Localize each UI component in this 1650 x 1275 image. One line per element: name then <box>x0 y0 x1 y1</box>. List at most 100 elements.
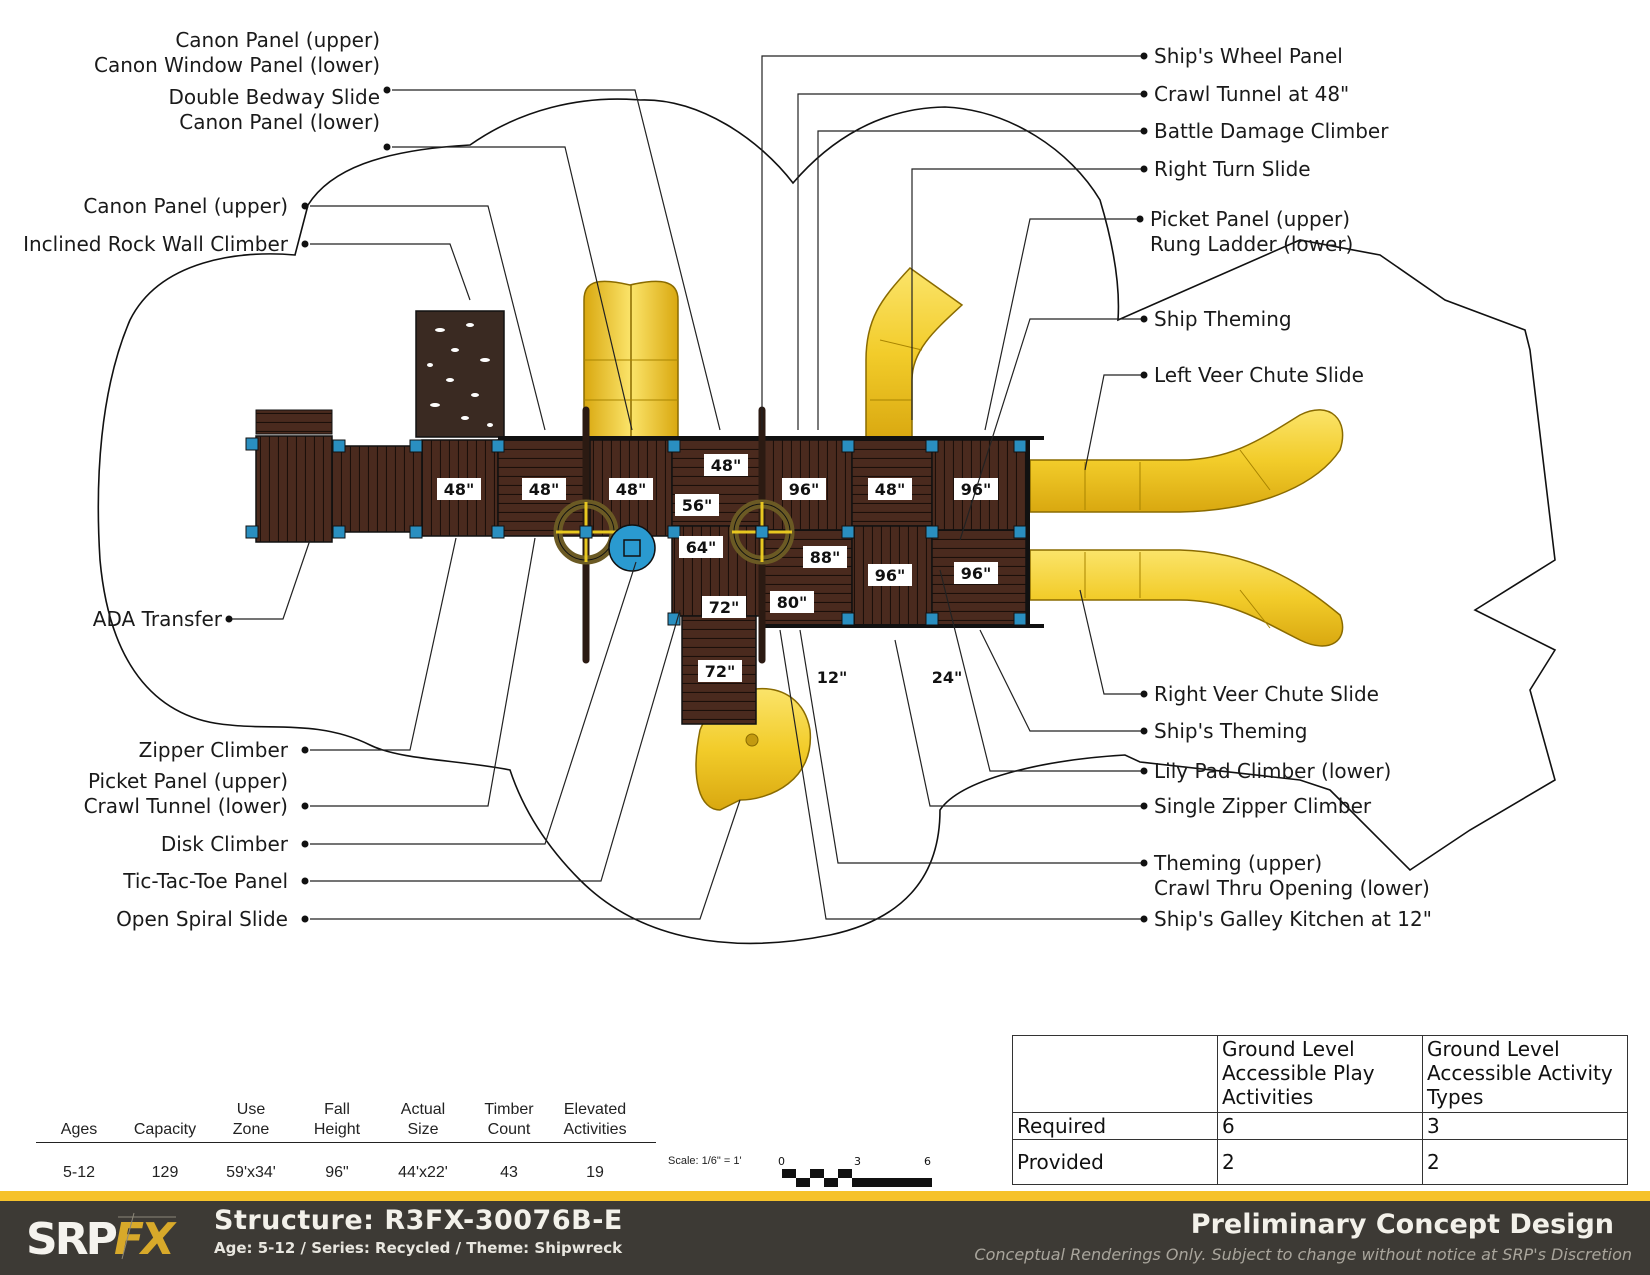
callout-label: Canon Panel (upper) <box>83 194 288 218</box>
callout-label: Ship's Wheel Panel <box>1154 44 1343 68</box>
srpfx-logo: SRP FX <box>26 1212 180 1263</box>
svg-text:72": 72" <box>709 598 740 617</box>
row-types-value: 2 <box>1422 1139 1628 1185</box>
deck-height-label: 48" <box>522 478 566 500</box>
right-veer-chute-slide <box>1029 549 1344 647</box>
scale-tick: 6 <box>924 1155 931 1168</box>
spec-ages: 5-12 <box>62 1164 96 1181</box>
svg-text:48": 48" <box>529 480 560 499</box>
callout-label: ADA Transfer <box>93 607 223 631</box>
accessibility-header-play: Ground Level Accessible Play Activities <box>1217 1035 1423 1113</box>
callout-label: Open Spiral Slide <box>116 907 288 931</box>
disclaimer: Conceptual Renderings Only. Subject to c… <box>974 1245 1632 1264</box>
accessibility-header-row: Ground Level Accessible Play Activities … <box>1012 1035 1628 1113</box>
deck-height-label: 96" <box>868 564 912 586</box>
deck-height-label: 88" <box>803 546 847 568</box>
double-bedway-slide <box>583 280 679 441</box>
accessibility-row-required: Required 6 3 <box>1012 1112 1628 1140</box>
deck-height-label: 56" <box>675 494 719 516</box>
svg-text:80": 80" <box>777 593 808 612</box>
use-zone-outline <box>97 98 1557 945</box>
callout-label: Picket Panel (upper)Crawl Tunnel (lower) <box>84 769 288 818</box>
svg-text:48": 48" <box>875 480 906 499</box>
svg-text:72": 72" <box>705 662 736 681</box>
callout-label: Single Zipper Climber <box>1154 794 1372 818</box>
callout-label: Ship Theming <box>1154 307 1292 331</box>
row-types-value: 3 <box>1422 1112 1628 1140</box>
callout-label: Right Turn Slide <box>1154 157 1311 181</box>
svg-text:48": 48" <box>711 456 742 475</box>
svg-text:88": 88" <box>810 548 841 567</box>
row-label: Provided <box>1012 1139 1218 1185</box>
callout-label: Disk Climber <box>161 832 289 856</box>
spec-header: Capacity <box>133 1121 197 1138</box>
spec-header: Ages <box>60 1121 98 1138</box>
spec-elevated-activities: 19 <box>586 1164 604 1181</box>
leader-dots <box>225 52 1148 923</box>
spec-capacity: 129 <box>151 1164 179 1181</box>
deck-height-label: 96" <box>954 562 998 584</box>
callout-label: Zipper Climber <box>139 738 289 762</box>
svg-text:64": 64" <box>686 538 717 557</box>
post-caps <box>245 437 1027 626</box>
scale-bar: 0 3 6 <box>778 1155 932 1187</box>
callout-label: Theming (upper)Crawl Thru Opening (lower… <box>1153 851 1430 900</box>
scale-tick: 3 <box>854 1155 861 1168</box>
right-turn-slide <box>865 267 964 441</box>
leader-lines <box>232 55 1142 920</box>
callout-label: Picket Panel (upper)Rung Ladder (lower) <box>1150 207 1353 256</box>
spec-fall-height: 96" <box>325 1164 349 1181</box>
design-status: Preliminary Concept Design <box>1190 1209 1614 1240</box>
deck-height-label: 72" <box>698 660 742 682</box>
svg-text:96": 96" <box>961 564 992 583</box>
footer-bar: SRP FX Structure: R3FX-30076B-E Age: 5-1… <box>0 1201 1650 1275</box>
callout-label: Right Veer Chute Slide <box>1154 682 1379 706</box>
accessibility-row-provided: Provided 2 2 <box>1012 1139 1628 1185</box>
deck-height-label: 64" <box>679 536 723 558</box>
svg-text:48": 48" <box>616 480 647 499</box>
left-veer-chute-slide <box>1029 409 1344 513</box>
deck-height-label: 48" <box>704 454 748 476</box>
row-play-value: 6 <box>1217 1112 1423 1140</box>
row-label: Required <box>1012 1112 1218 1140</box>
svg-text:48": 48" <box>444 480 475 499</box>
accessibility-table: Ground Level Accessible Play Activities … <box>1012 1035 1628 1185</box>
callout-label: Canon Panel (upper)Canon Window Panel (l… <box>94 28 380 77</box>
ground-height-label: 24" <box>932 668 963 687</box>
svg-text:56": 56" <box>682 496 713 515</box>
spec-use-zone: 59'x34' <box>226 1164 276 1181</box>
callout-label: Left Veer Chute Slide <box>1154 363 1364 387</box>
svg-text:96": 96" <box>875 566 906 585</box>
deck-platform <box>255 406 1044 725</box>
ground-height-label: 12" <box>817 668 848 687</box>
callout-label: Tic-Tac-Toe Panel <box>122 869 288 893</box>
scale-label: Scale: 1/6" = 1' <box>668 1155 742 1167</box>
deck-height-label: 48" <box>437 478 481 500</box>
callout-label: Ship's Galley Kitchen at 12" <box>1154 907 1432 931</box>
deck-height-label: 80" <box>770 591 814 613</box>
svg-text:SRP: SRP <box>26 1214 117 1263</box>
deck-height-label: 48" <box>868 478 912 500</box>
structure-title: Structure: R3FX-30076B-E <box>214 1205 623 1236</box>
svg-text:FX: FX <box>114 1214 177 1263</box>
footer-stripe <box>0 1191 1650 1201</box>
spec-timber-count: 43 <box>500 1164 518 1181</box>
site-plan-diagram: 48" 48" 48" 48" 56" 64" 72" 72" 96" 48" 96" 88" 80" 9… <box>23 28 1557 945</box>
callout-label: Crawl Tunnel at 48" <box>1154 82 1349 106</box>
row-play-value: 2 <box>1217 1139 1423 1185</box>
callout-label: Ship's Theming <box>1154 719 1308 743</box>
tic-tac-toe-panel <box>608 524 656 572</box>
callout-label: Lily Pad Climber (lower) <box>1154 759 1391 783</box>
callout-label: Inclined Rock Wall Climber <box>23 232 289 256</box>
deck-height-label: 96" <box>782 478 826 500</box>
callout-label: Battle Damage Climber <box>1154 119 1389 143</box>
accessibility-header-types: Ground Level Accessible Activity Types <box>1422 1035 1628 1113</box>
svg-text:96": 96" <box>789 480 820 499</box>
accessibility-header-blank <box>1012 1035 1218 1113</box>
